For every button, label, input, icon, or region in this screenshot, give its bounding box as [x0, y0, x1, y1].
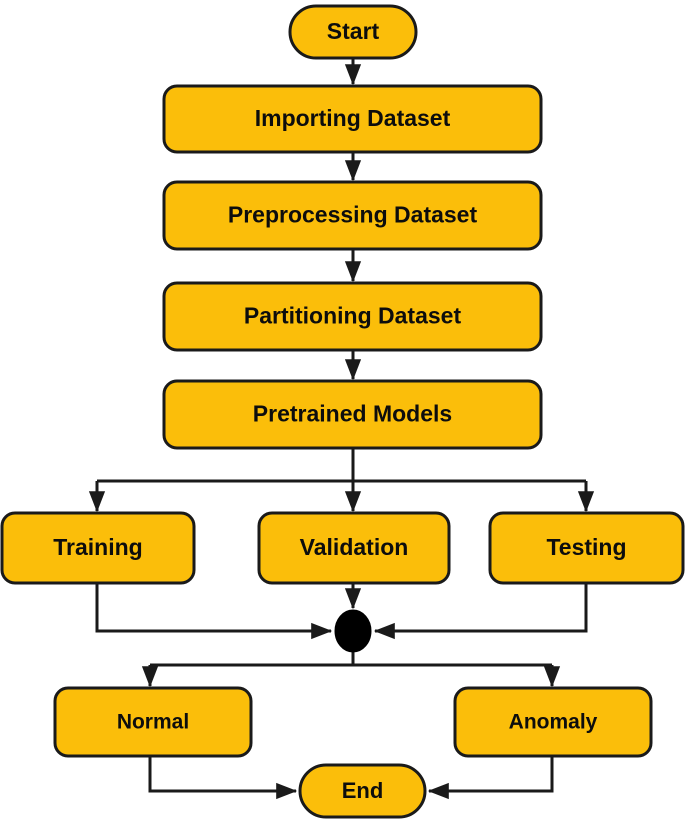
node-testing[interactable]: Testing [488, 511, 685, 585]
node-label-end: End [342, 778, 384, 803]
node-label-training: Training [53, 534, 142, 560]
node-start[interactable]: Start [288, 4, 418, 60]
node-shape-preprocessing [162, 180, 543, 251]
node-merge[interactable] [334, 609, 372, 653]
node-label-validation: Validation [300, 534, 409, 560]
node-normal[interactable]: Normal [53, 686, 253, 758]
node-label-preprocessing: Preprocessing Dataset [228, 202, 478, 228]
edges-layer [88, 58, 595, 800]
node-label-anomaly: Anomaly [509, 711, 598, 734]
node-importing[interactable]: Importing Dataset [162, 84, 543, 154]
node-shape-end [298, 763, 427, 819]
node-training[interactable]: Training [0, 511, 196, 585]
node-partitioning[interactable]: Partitioning Dataset [162, 281, 543, 352]
node-shape-importing [162, 84, 543, 154]
edge-testing-to-merge [373, 583, 588, 640]
node-validation[interactable]: Validation [257, 511, 451, 585]
node-shape-pretrained [162, 379, 543, 450]
node-shape-merge [334, 609, 372, 653]
node-label-testing: Testing [546, 534, 626, 560]
edge-training-to-merge [95, 583, 333, 640]
node-shape-partitioning [162, 281, 543, 352]
edge-normal-to-end [148, 756, 298, 800]
node-label-partitioning: Partitioning Dataset [244, 303, 462, 329]
node-shape-normal [53, 686, 253, 758]
node-shape-validation [257, 511, 451, 585]
node-preprocessing[interactable]: Preprocessing Dataset [162, 180, 543, 251]
node-anomaly[interactable]: Anomaly [453, 686, 653, 758]
node-shape-start [288, 4, 418, 60]
edge-anomaly-to-end [427, 756, 554, 800]
node-shape-anomaly [453, 686, 653, 758]
node-end[interactable]: End [298, 763, 427, 819]
node-shape-training [0, 511, 196, 585]
node-label-importing: Importing Dataset [255, 105, 451, 131]
node-pretrained[interactable]: Pretrained Models [162, 379, 543, 450]
node-label-pretrained: Pretrained Models [253, 401, 452, 427]
node-label-start: Start [327, 18, 380, 44]
node-label-normal: Normal [117, 711, 189, 734]
node-shape-testing [488, 511, 685, 585]
